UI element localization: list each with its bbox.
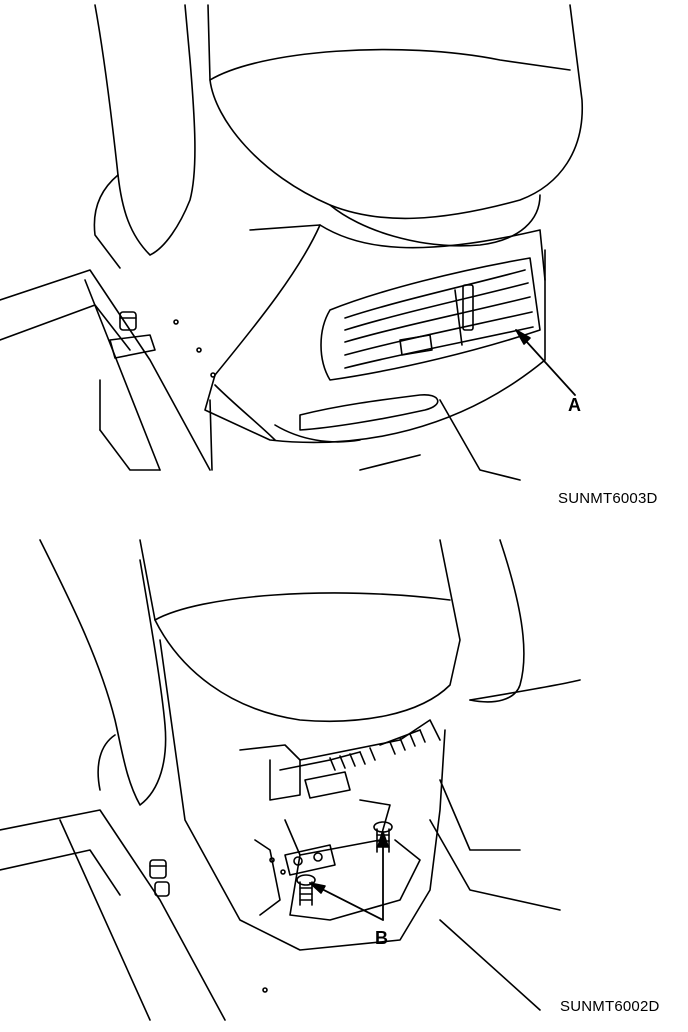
figure-code-2: SUNMT6002D <box>560 998 660 1015</box>
figure-rear-console-vent: A SUNMT6003D <box>0 4 658 507</box>
callout-label-b: B <box>375 928 388 948</box>
figure-code-1: SUNMT6003D <box>558 490 658 507</box>
rear-console-vent-drawing <box>0 4 583 481</box>
console-bolts-drawing <box>0 539 581 1021</box>
figure-console-bolts: B SUNMT6002D <box>0 520 688 1032</box>
callout-label-a: A <box>568 395 581 415</box>
